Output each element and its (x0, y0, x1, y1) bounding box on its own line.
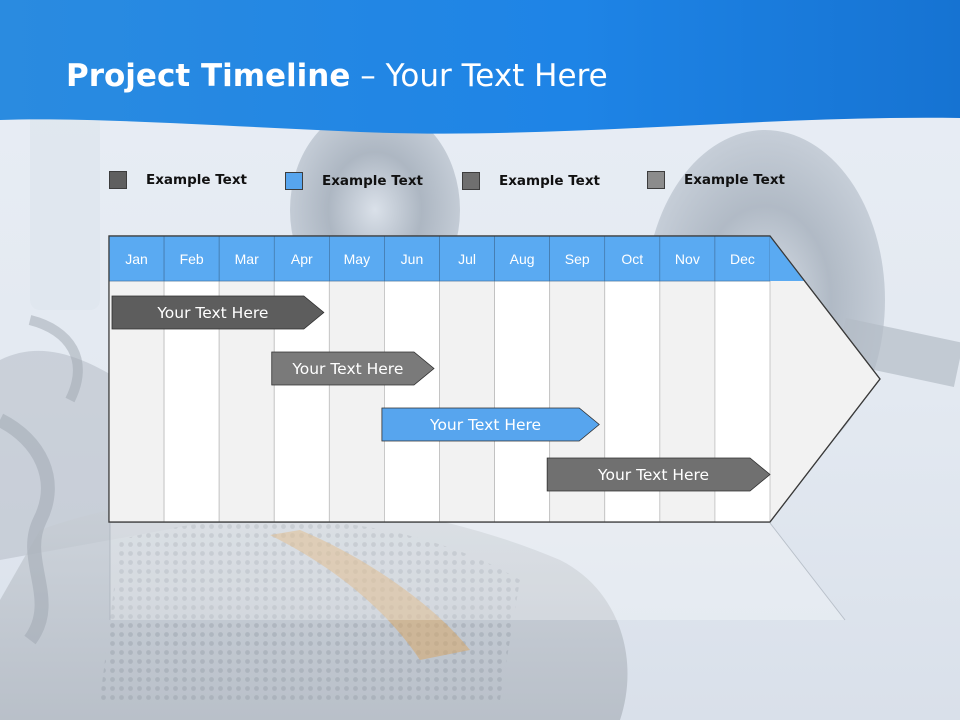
month-label-oct: Oct (621, 251, 643, 267)
month-column-aug (494, 280, 551, 523)
month-header-cell-jun (384, 235, 440, 282)
month-column-jun (384, 280, 440, 523)
reflection-edge-right (769, 522, 846, 621)
header-banner (0, 0, 960, 134)
month-label-may: May (344, 251, 370, 267)
month-label-jan: Jan (125, 251, 148, 267)
task-bar-3 (381, 407, 600, 442)
timeline-outline (108, 235, 881, 523)
month-header-cell-jan (108, 235, 165, 282)
month-label-aug: Aug (510, 251, 535, 267)
task-label-3: Your Text Here (429, 416, 541, 434)
month-header-cell-oct (604, 235, 661, 282)
task-bar-1 (111, 295, 325, 330)
task-bar-4 (546, 457, 771, 492)
legend-label-2: Example Text (322, 173, 423, 189)
month-header-cell-aug (494, 235, 550, 282)
month-header-cell-mar (218, 235, 275, 282)
title-rest: – Your Text Here (350, 58, 608, 94)
legend-swatch-2 (285, 172, 303, 190)
month-header-row: Jan Feb Mar Apr May Jun Jul Aug Sep Oct Nov Dec (108, 235, 771, 282)
month-label-sep: Sep (565, 251, 590, 267)
timeline-reflection (110, 523, 845, 620)
month-header-cell-jul (439, 235, 495, 282)
month-label-feb: Feb (180, 251, 204, 267)
month-column-jul (439, 280, 495, 523)
month-label-jul: Jul (458, 251, 476, 267)
month-header-cell-sep (549, 235, 606, 282)
legend-swatch-4 (647, 171, 665, 189)
month-label-jun: Jun (401, 251, 424, 267)
task-label-2: Your Text Here (291, 360, 403, 378)
task-bar-2 (271, 351, 435, 386)
legend-label-1: Example Text (146, 172, 247, 188)
task-label-1: Your Text Here (156, 304, 268, 322)
month-header-cell-apr (273, 235, 330, 282)
month-label-dec: Dec (730, 251, 755, 267)
legend-label-3: Example Text (499, 173, 600, 189)
month-header-cell-may (329, 235, 385, 282)
month-label-apr: Apr (291, 251, 313, 267)
legend-label-4: Example Text (684, 172, 785, 188)
month-label-nov: Nov (675, 251, 700, 267)
legend-swatch-1 (109, 171, 127, 189)
month-column-may (328, 280, 385, 523)
task-label-4: Your Text Here (597, 466, 709, 484)
page-title: Project Timeline – Your Text Here (66, 58, 608, 94)
title-main: Project Timeline (66, 58, 351, 94)
month-label-mar: Mar (235, 251, 259, 267)
legend-swatch-3 (462, 172, 480, 190)
